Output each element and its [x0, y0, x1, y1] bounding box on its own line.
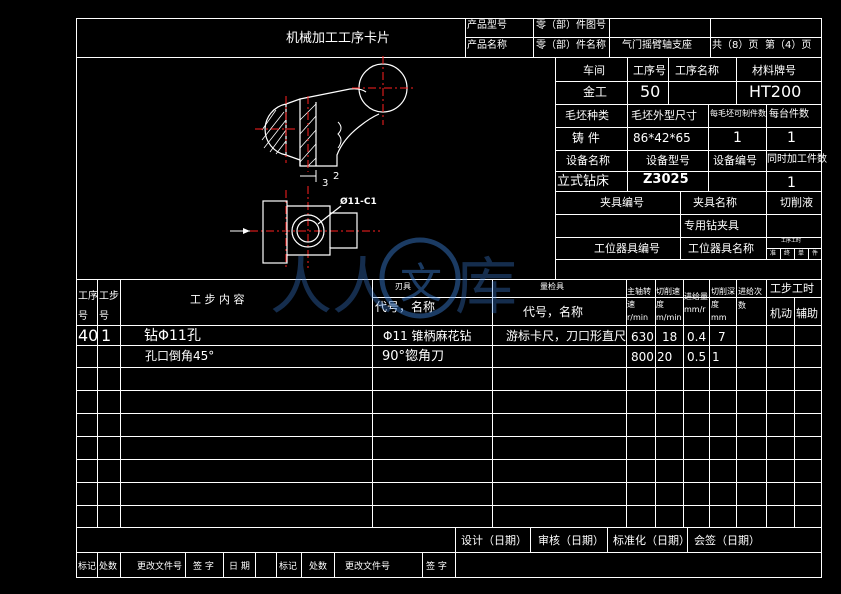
clamp-arrow-icon: [243, 228, 250, 234]
sign-label-2: 签 字: [426, 562, 447, 572]
col-cutting-speed: 切削速度 m/min: [656, 287, 682, 322]
standard-date-label: 标准化（日期）: [613, 534, 690, 547]
design-date-label: 设计（日期）: [461, 534, 527, 547]
station-tool-no-label: 工位器具编号: [594, 242, 660, 255]
hours-sub-b: 终: [784, 250, 791, 257]
col-aux-time: 辅助: [796, 307, 818, 320]
row1-depth: 7: [718, 330, 726, 344]
col-feed: 进给量 mm/r: [684, 292, 708, 314]
change-doc-label-1: 更改文件号: [137, 562, 183, 572]
process-no-label: 工序号: [633, 64, 666, 77]
col-tool: 刃具: [395, 282, 411, 291]
product-model-label: 产品型号: [467, 20, 507, 31]
process-name-label: 工序名称: [675, 64, 719, 77]
row1-vc: 18: [662, 330, 678, 344]
date-label-1: 日 期: [229, 562, 250, 572]
material-value: HT200: [749, 82, 802, 101]
material-label: 材料牌号: [752, 64, 796, 77]
svg-text:库: 库: [455, 250, 517, 323]
hours-sub-d: 件: [812, 250, 819, 257]
col-depth: 切削深度 mm: [711, 287, 735, 322]
col-spindle-speed: 主轴转速 r/min: [627, 287, 651, 322]
hole-note-label: Ø11-C1: [340, 196, 377, 207]
col-process-no: 工序号: [78, 291, 98, 322]
product-name-label: 产品名称: [467, 40, 507, 51]
coolant-label: 切削液: [780, 196, 813, 209]
col-gauge-code: 代号，名称: [523, 305, 584, 319]
col-step-hours: 工步工时: [770, 282, 814, 295]
sheet-total: 共（8）页: [712, 40, 759, 51]
col-machine-time: 机动: [770, 307, 792, 320]
hours-label-small: 工序工时: [781, 238, 802, 244]
watermark-logo: 人人 库 文: [270, 237, 517, 323]
dim-2-label: 2: [333, 171, 339, 182]
workshop-label: 车间: [583, 64, 605, 77]
fixture-name-label: 夹具名称: [693, 196, 737, 209]
col-step-no: 工步号: [99, 291, 119, 322]
row1-step: 1: [101, 326, 112, 345]
blank-size-value: 86*42*65: [633, 131, 691, 145]
center-lines: [250, 56, 415, 270]
row1-gauge: 游标卡尺，刀口形直尺: [506, 329, 627, 343]
equipment-name-label: 设备名称: [566, 154, 610, 167]
blank-type-label: 毛坯种类: [565, 109, 609, 122]
row1-feed: 0.4: [687, 330, 707, 344]
review-date-label: 审核（日期）: [538, 534, 604, 547]
parts-per-blank-value: 1: [733, 130, 742, 146]
bracket-top-view: [262, 200, 358, 264]
row2-tool: 90°锪角刀: [382, 349, 445, 364]
row1-content: 钻Φ11孔: [144, 328, 201, 344]
mark-label-2: 标记: [279, 562, 298, 572]
station-tool-name-label: 工位器具名称: [688, 242, 754, 255]
card-title: 机械加工工序卡片: [286, 31, 391, 46]
svg-text:文: 文: [400, 259, 442, 308]
equipment-model-value: Z3025: [643, 172, 689, 187]
countersign-date-label: 会签（日期）: [694, 534, 760, 547]
parts-per-machine-value: 1: [787, 130, 796, 146]
equipment-name-value: 立式钻床: [557, 174, 610, 189]
part-name-label: 零（部）件名称: [536, 40, 606, 51]
row2-speed: 800: [631, 350, 654, 364]
row2-feed: 0.5: [687, 350, 707, 364]
process-no-value: 50: [640, 82, 661, 101]
col-step-content: 工 步 内 容: [190, 293, 245, 306]
sheet-number: 第（4）页: [765, 40, 812, 51]
row1-tool: Φ11 锥柄麻花钻: [383, 329, 472, 343]
part-drawing: 2 3 Ø11-C1: [230, 56, 415, 270]
change-doc-label-2: 更改文件号: [345, 562, 391, 572]
svg-text:人人: 人人: [270, 250, 394, 323]
part-name-value: 气门摇臂轴支座: [622, 40, 692, 51]
dim-3-label: 3: [322, 178, 328, 189]
simultaneous-value: 1: [787, 175, 796, 191]
row1-speed: 630: [631, 330, 654, 344]
blank-size-label: 毛坯外型尺寸: [631, 109, 697, 122]
part-number-label: 零（部）件图号: [536, 20, 606, 31]
places-label-2: 处数: [309, 562, 328, 572]
fixture-name-value: 专用钻夹具: [684, 219, 739, 232]
parts-per-machine-label: 每台件数: [769, 109, 809, 120]
equipment-model-label: 设备型号: [646, 154, 690, 167]
row2-content: 孔口倒角45°: [145, 349, 215, 363]
col-passes: 进给次数: [738, 287, 762, 310]
parts-per-blank-label: 每毛坯可制件数: [710, 109, 766, 118]
col-tool-code: 代号，名称: [375, 300, 436, 314]
workshop-value: 金工: [583, 85, 608, 99]
simultaneous-label: 同时加工件数: [767, 154, 827, 165]
mark-label-1: 标记: [78, 562, 97, 572]
hours-sub-c: 单: [798, 250, 805, 257]
row1-process: 40: [78, 326, 99, 345]
places-label-1: 处数: [99, 562, 118, 572]
row2-depth: 1: [712, 350, 720, 364]
row2-vc: 20: [657, 350, 673, 364]
sign-label-1: 签 字: [193, 562, 214, 572]
blank-type-value: 铸 件: [572, 131, 600, 145]
equipment-no-label: 设备编号: [713, 154, 757, 167]
fixture-no-label: 夹具编号: [600, 196, 644, 209]
hours-sub-a: 准: [770, 250, 777, 257]
col-gauge: 量检具: [540, 282, 564, 291]
sheet-border: [76, 18, 822, 578]
